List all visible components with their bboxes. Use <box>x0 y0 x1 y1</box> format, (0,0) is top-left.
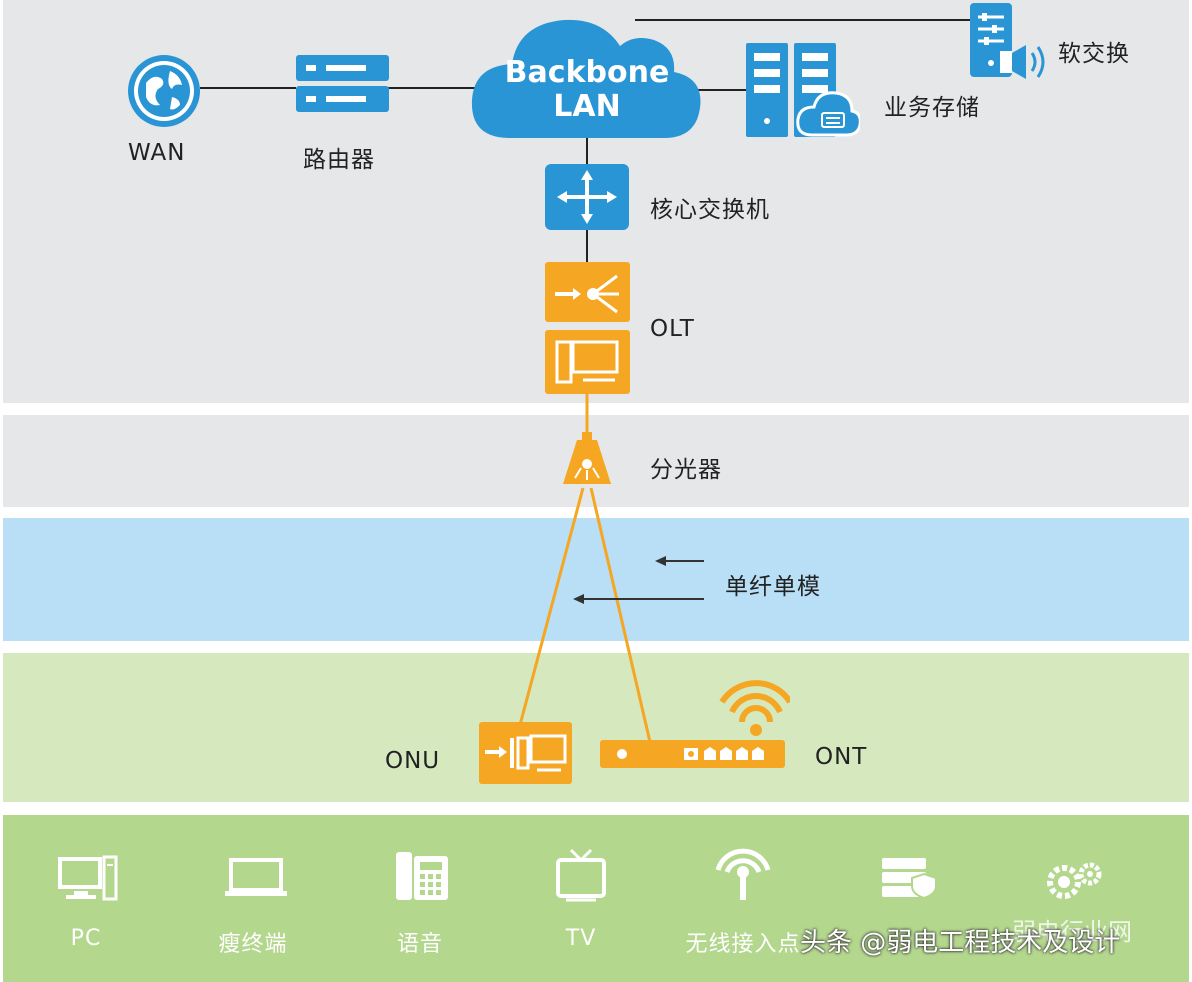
access-band <box>3 653 1189 802</box>
globe-icon <box>126 53 202 133</box>
wan-label: WAN <box>128 140 186 166</box>
tv-icon <box>556 848 606 906</box>
fiber-band <box>3 518 1189 641</box>
fiber-arrow-1 <box>655 556 704 566</box>
ont-label: ONT <box>815 744 868 770</box>
device-label-tv: TV <box>565 926 597 951</box>
storage-label: 业务存储 <box>884 95 980 121</box>
olt-icon <box>545 262 630 398</box>
device-label-thin-client: 瘦终端 <box>218 932 288 957</box>
splitter-ont-fiber <box>589 487 652 743</box>
device-label-pc: PC <box>70 926 102 951</box>
storage-server-icon <box>746 43 862 143</box>
splitter-icon <box>557 432 617 496</box>
thin-client-icon <box>225 858 287 902</box>
gears-icon <box>1046 860 1104 904</box>
backbone-lan-label: Backbone LAN <box>476 56 698 124</box>
router-icon <box>296 55 389 116</box>
phone-icon <box>394 850 450 906</box>
core-switch-icon <box>545 164 629 234</box>
wireless-ap-icon <box>714 844 772 906</box>
pc-icon <box>58 855 118 905</box>
core-switch-label: 核心交换机 <box>650 197 770 223</box>
router-label: 路由器 <box>303 147 375 173</box>
onu-icon <box>479 722 572 788</box>
device-label-wireless: 无线接入点 <box>685 932 801 957</box>
cloud-line2: LAN <box>553 89 621 124</box>
softswitch-icon <box>970 3 1050 83</box>
softswitch-label: 软交换 <box>1058 41 1130 67</box>
ont-icon <box>600 680 793 774</box>
splitter-label: 分光器 <box>650 457 722 483</box>
watermark: 头条 @弱电工程技术及设计 <box>800 928 1121 958</box>
olt-label: OLT <box>650 316 695 342</box>
splitter-onu-fiber <box>518 487 585 726</box>
fiber-arrow-2 <box>573 594 704 604</box>
security-storage-icon <box>880 856 940 904</box>
device-label-voice: 语音 <box>396 932 443 957</box>
fiber-label: 单纤单模 <box>725 574 821 600</box>
cloud-line1: Backbone <box>504 55 670 90</box>
faded-watermark: 弱电行业网 <box>1012 918 1132 946</box>
onu-label: ONU <box>385 748 441 774</box>
cloud-icon <box>470 2 702 144</box>
